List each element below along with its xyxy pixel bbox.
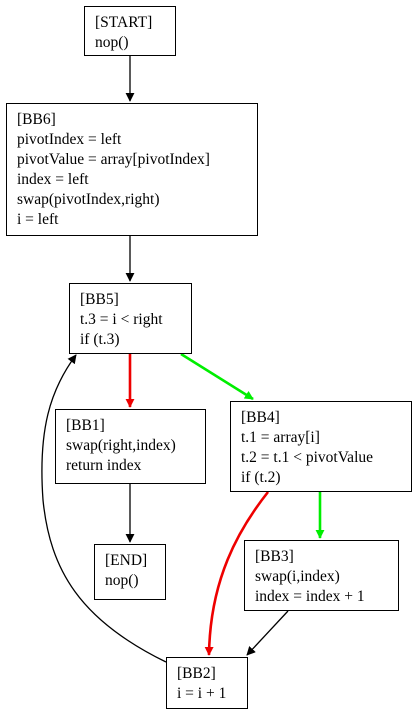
node-bb6: [BB6] pivotIndex = left pivotValue = array… — [6, 103, 258, 236]
edge-bb4-to-bb2 — [204, 491, 270, 656]
node-line: t.3 = i < right — [80, 311, 163, 328]
node-title: [START] — [95, 14, 153, 31]
node-end: [END] nop() — [94, 544, 166, 600]
node-title: [BB1] — [66, 417, 105, 434]
node-start: [START] nop() — [84, 6, 176, 56]
node-line: i = i + 1 — [177, 685, 227, 702]
node-title: [BB4] — [241, 409, 280, 426]
node-line: pivotIndex = left — [17, 131, 122, 148]
node-line: i = left — [17, 211, 59, 228]
node-line: swap(pivotIndex,right) — [17, 191, 160, 208]
node-line: t.2 = t.1 < pivotValue — [241, 449, 373, 466]
edge-bb3-to-bb2 — [246, 610, 289, 656]
edge-bb5-to-bb4 — [180, 352, 254, 401]
node-title: [BB3] — [255, 548, 294, 565]
node-title: [BB5] — [80, 291, 119, 308]
node-title: [BB2] — [177, 665, 216, 682]
node-line: nop() — [95, 34, 129, 51]
node-title: [BB6] — [17, 111, 56, 128]
node-bb2: [BB2] i = i + 1 — [166, 657, 248, 709]
node-line: swap(i,index) — [255, 568, 340, 585]
node-line: nop() — [105, 572, 139, 589]
node-bb5: [BB5] t.3 = i < right if (t.3) — [69, 283, 192, 354]
node-bb4: [BB4] t.1 = array[i] t.2 = t.1 < pivotValu… — [230, 401, 412, 492]
node-line: index = index + 1 — [255, 588, 365, 605]
node-line: return index — [66, 457, 142, 474]
node-line: pivotValue = array[pivotIndex] — [17, 151, 210, 168]
edge-bb2-to-bb5 — [41, 354, 167, 663]
node-line: index = left — [17, 171, 89, 188]
node-bb3: [BB3] swap(i,index) index = index + 1 — [244, 540, 399, 611]
node-line: t.1 = array[i] — [241, 429, 320, 446]
node-line: if (t.3) — [80, 331, 120, 348]
node-bb1: [BB1] swap(right,index) return index — [55, 409, 206, 484]
node-line: if (t.2) — [241, 469, 281, 486]
node-title: [END] — [105, 552, 148, 569]
node-line: swap(right,index) — [66, 437, 176, 454]
